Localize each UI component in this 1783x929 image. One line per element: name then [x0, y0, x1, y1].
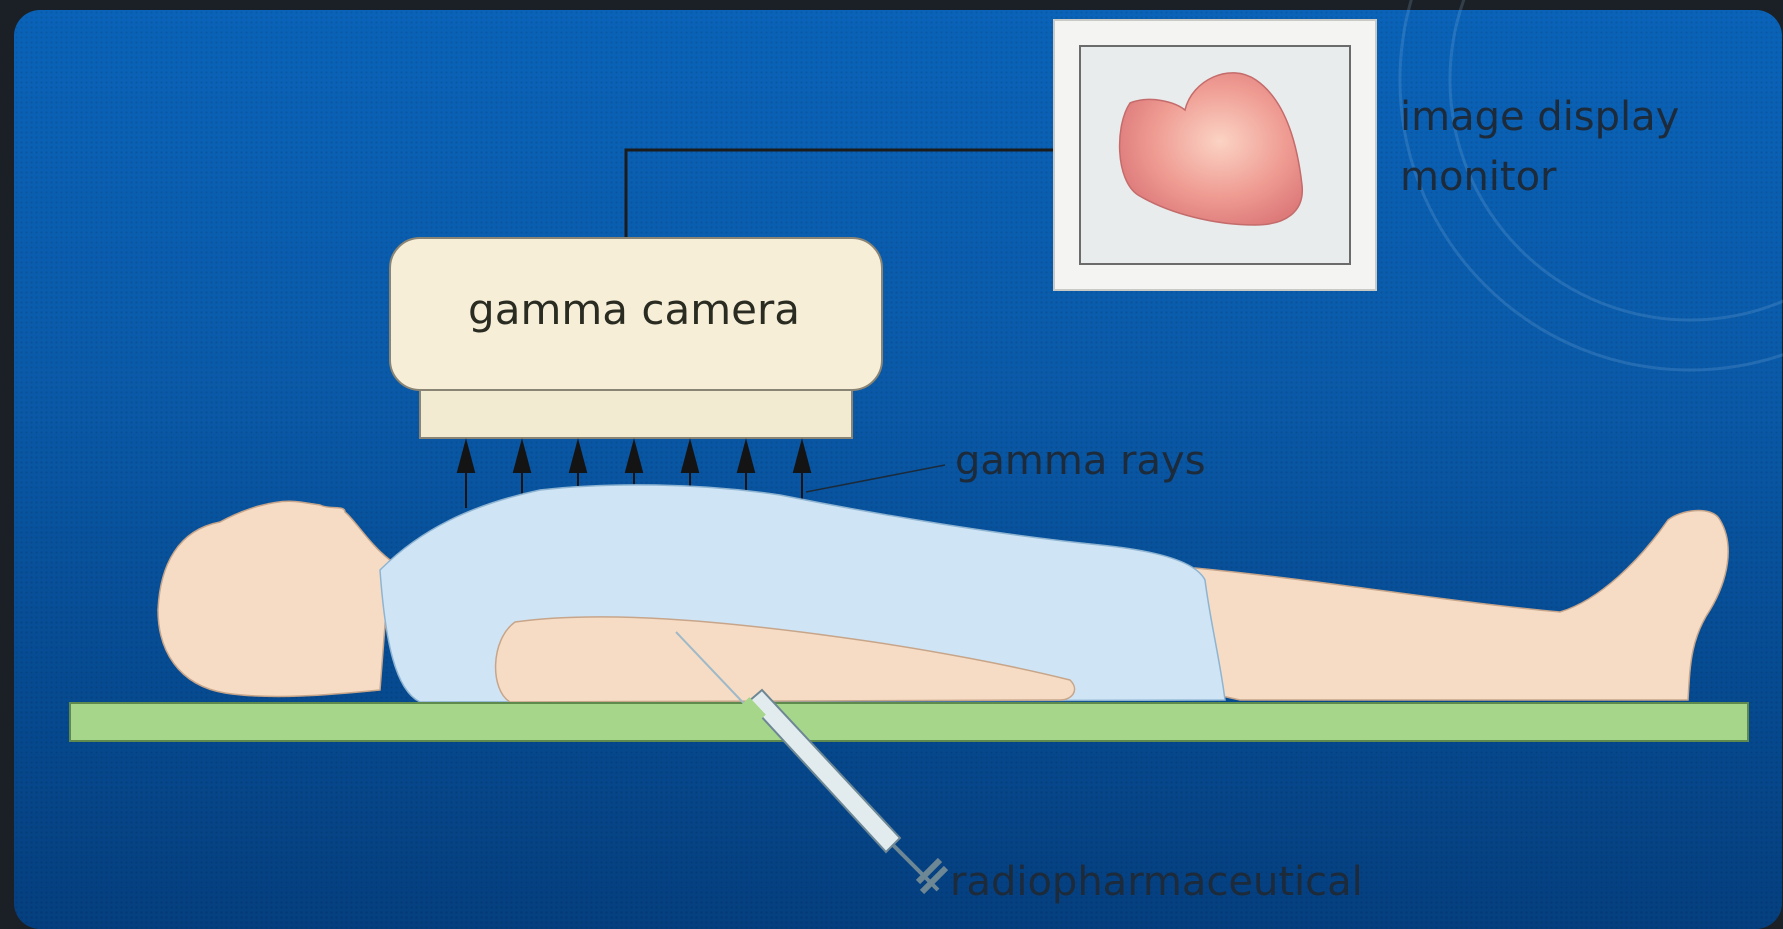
gamma-rays-leader	[806, 465, 945, 492]
patient-head	[158, 501, 390, 696]
gamma-rays-label: gamma rays	[955, 438, 1206, 484]
patient-legs	[1195, 511, 1728, 700]
patient	[158, 485, 1728, 702]
monitor-label-line2: monitor	[1400, 154, 1557, 200]
patient-table	[70, 703, 1748, 741]
monitor-label-line1: image display	[1400, 94, 1679, 140]
gamma-camera	[390, 238, 882, 438]
gamma-camera-label: gamma camera	[468, 285, 800, 334]
radiopharmaceutical-label: radiopharmaceutical	[950, 859, 1363, 905]
image-display-monitor	[1054, 20, 1376, 290]
camera-monitor-cable	[626, 150, 1100, 245]
